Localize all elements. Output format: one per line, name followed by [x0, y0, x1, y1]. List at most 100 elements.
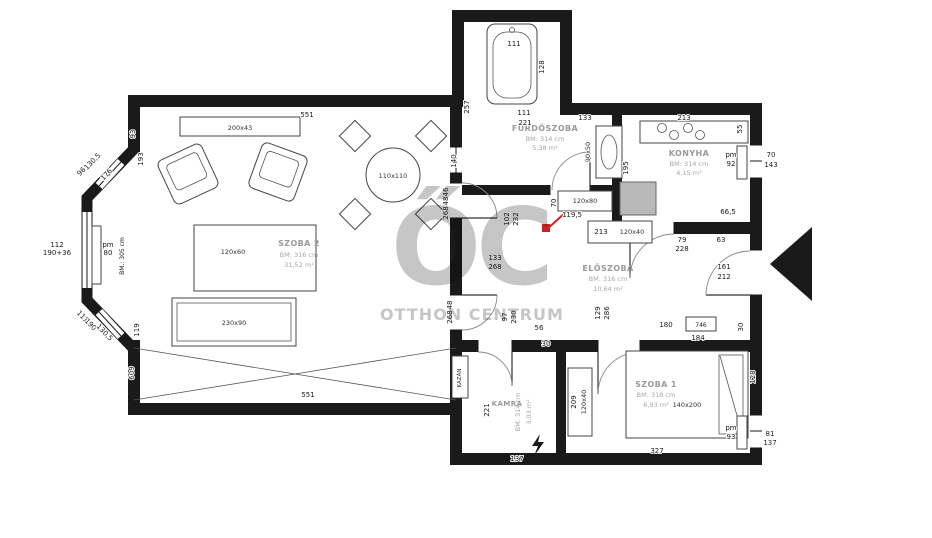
kitchen-counter	[639, 120, 749, 144]
chair-icon	[414, 119, 448, 153]
label-hall-window: 120x80	[573, 197, 598, 205]
label-szoba2-table: 120x60	[221, 248, 246, 256]
dim-bath-257: 257	[463, 100, 471, 113]
label-bed: 140x200	[673, 401, 702, 409]
dim-szoba1-128: 128	[749, 370, 757, 383]
boiler-rect	[451, 355, 469, 399]
floor-cross-line	[133, 347, 457, 401]
wall-kitchen-south-b	[674, 222, 750, 234]
doormat-rect	[685, 316, 717, 332]
door-bathroom	[551, 151, 591, 191]
wall-right-seg1	[450, 95, 462, 147]
wall-lower-top-a	[462, 340, 478, 352]
kamra-cabinet-rect	[567, 367, 593, 437]
dim-kamra-209: 209	[570, 395, 578, 408]
entrance-arrow-icon	[770, 227, 812, 301]
label-szoba2-sofa: 230x90	[222, 319, 247, 327]
red-door-marker	[542, 211, 567, 232]
dim-hall-119-5: 119,5	[562, 211, 582, 219]
dim-kitchen-66-5: 66,5	[720, 208, 736, 216]
dim-hall-30a: 30	[542, 340, 551, 348]
dim-bay-bm305: BM.: 305 cm	[119, 237, 126, 275]
radiator-szoba1	[736, 415, 748, 450]
szoba2-sofa-inner	[176, 302, 292, 342]
wall-kitchen-west	[612, 195, 622, 234]
room-eloszoba-name: ELŐSZOBA	[582, 263, 634, 273]
chair-icon	[414, 197, 448, 231]
dim-door1-48: 48	[442, 197, 450, 206]
room-szoba1-area: 6,93 m²	[643, 401, 669, 409]
openings	[450, 144, 762, 449]
wall-left-lower	[128, 340, 140, 415]
room-szoba2-bm: BM: 316 cm	[280, 251, 319, 259]
wall-lower-top-b	[512, 340, 598, 352]
wall-left-upper	[128, 95, 140, 153]
burner-icon	[669, 130, 679, 140]
round-table-icon	[365, 147, 421, 203]
burner-icon	[695, 130, 705, 140]
dim-bath-111-top: 111	[507, 40, 520, 48]
dim-bay-80: 80	[104, 249, 113, 257]
wall-east-seg3	[750, 295, 762, 415]
dim-left-609: 609	[128, 366, 136, 379]
dim-bay-112: 112	[50, 241, 63, 249]
armchair-1-icon	[157, 143, 219, 205]
dim-bath-221: 221	[518, 119, 531, 127]
room-kamra-bm: BM: 314 cm	[514, 393, 522, 432]
dim-kitchen-pm: pm	[725, 151, 736, 159]
wall-bath-top	[452, 10, 572, 22]
dim-hall-180: 180	[659, 321, 672, 329]
dim-kitchen-55: 55	[736, 125, 744, 134]
burner-icon	[657, 123, 667, 133]
bay-windows	[82, 158, 125, 340]
doors	[461, 151, 751, 395]
wall-bath-south-b	[590, 185, 612, 195]
dim-szoba1-327: 327	[650, 447, 663, 455]
dim-left-93: 93	[129, 130, 137, 139]
dim-bath-111: 111	[517, 109, 530, 117]
dim-szoba1-pm: pm	[725, 424, 736, 432]
room-eloszoba-bm: BM: 316 cm	[589, 275, 628, 283]
dim-hall-286: 286	[603, 306, 611, 320]
wall-bath-right	[560, 10, 572, 115]
dim-hall-102: 102	[503, 212, 511, 225]
radiator-kitchen	[736, 145, 748, 180]
dim-mid-268: 268	[488, 263, 501, 271]
dim-right-81: 81	[766, 430, 775, 438]
dim-door1-46: 46	[442, 187, 450, 196]
burner-icon	[683, 123, 693, 133]
room-furdoszoba-area: 5,38 m²	[532, 144, 558, 152]
wall-szoba2-top	[128, 95, 462, 107]
dim-hall-97: 97	[501, 313, 509, 322]
dim-right-70: 70	[767, 151, 776, 159]
wall-bath-left	[452, 10, 464, 107]
dim-szoba1-93: 93	[727, 433, 736, 441]
wall-east-seg1	[750, 103, 762, 145]
wall-top-east	[560, 103, 762, 115]
label-hall-cabinet: 120x40	[620, 228, 645, 236]
door-szoba2-north	[461, 182, 498, 219]
dim-left-119: 119	[133, 323, 141, 336]
furniture-labels: 200x43 120x60 110x110 230x90 90x50 120x8…	[220, 123, 702, 415]
dim-door2-268: 268	[446, 310, 454, 323]
dim-kitchen-63: 63	[717, 236, 726, 244]
room-kamra-area: 3,03 m²	[525, 399, 533, 425]
dim-hall-79: 79	[678, 236, 687, 244]
room-szoba1-name: SZOBA 1	[635, 380, 677, 389]
szoba2-table-rect	[193, 224, 317, 292]
dim-bay-190: 190	[83, 317, 98, 332]
room-furdoszoba-bm: BM: 314 cm	[526, 135, 565, 143]
wall-bottom	[450, 453, 762, 465]
label-szoba2-window: 200x43	[228, 124, 253, 132]
dim-right-212: 212	[717, 273, 730, 281]
dim-kamra-221: 221	[483, 403, 491, 416]
dim-hall-230: 230	[510, 310, 518, 323]
radiator-bay	[91, 225, 102, 285]
electrical-icon	[532, 434, 544, 456]
chair-icon	[338, 197, 372, 231]
dim-mid-133: 133	[488, 254, 501, 262]
wall-bath-south-a	[462, 185, 550, 195]
door-entrance	[705, 250, 751, 296]
